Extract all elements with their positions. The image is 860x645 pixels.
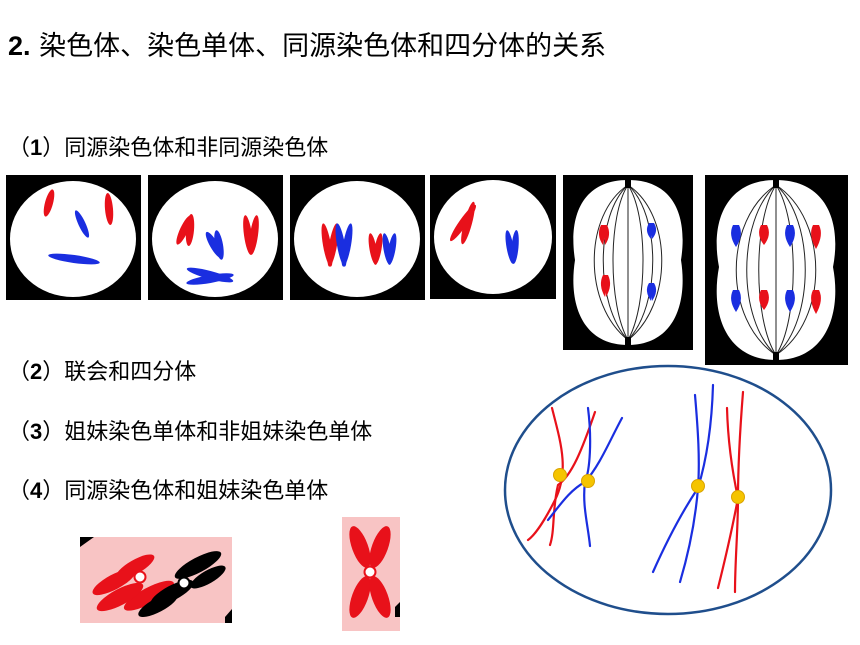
item-4-number: 4: [30, 478, 43, 503]
cell-stage-4-icon: [430, 175, 556, 299]
title-number: 2.: [8, 31, 31, 61]
slide-title: 2. 染色体、染色单体、同源染色体和四分体的关系: [8, 26, 606, 67]
item-2-number: 2: [30, 359, 43, 384]
cell-stage-5-icon: [563, 175, 693, 350]
item-3-number: 3: [30, 419, 43, 444]
cell-stage-3-icon: [290, 175, 425, 300]
item-2-text: 联会和四分体: [64, 360, 197, 385]
item-2: （2）联会和四分体: [8, 359, 197, 385]
cell-stage-6-icon: [705, 175, 848, 365]
chromosome-icon: [342, 517, 400, 631]
title-text: 染色体、染色单体、同源染色体和四分体的关系: [39, 31, 607, 62]
item-1-text: 同源染色体和非同源染色体: [64, 136, 329, 161]
crossing-over-icon: [503, 364, 833, 616]
item-1: （1）同源染色体和非同源染色体: [8, 135, 329, 161]
item-4: （4）同源染色体和姐妹染色单体: [8, 478, 329, 504]
bivalent-icon: [80, 537, 232, 623]
item-4-text: 同源染色体和姐妹染色单体: [64, 479, 329, 504]
item-3-text: 姐妹染色单体和非姐妹染色单体: [64, 420, 373, 445]
cell-stage-1-icon: [6, 175, 141, 300]
item-1-number: 1: [30, 135, 43, 160]
item-3: （3）姐妹染色单体和非姐妹染色单体: [8, 419, 373, 445]
cell-stage-2-icon: [148, 175, 283, 300]
